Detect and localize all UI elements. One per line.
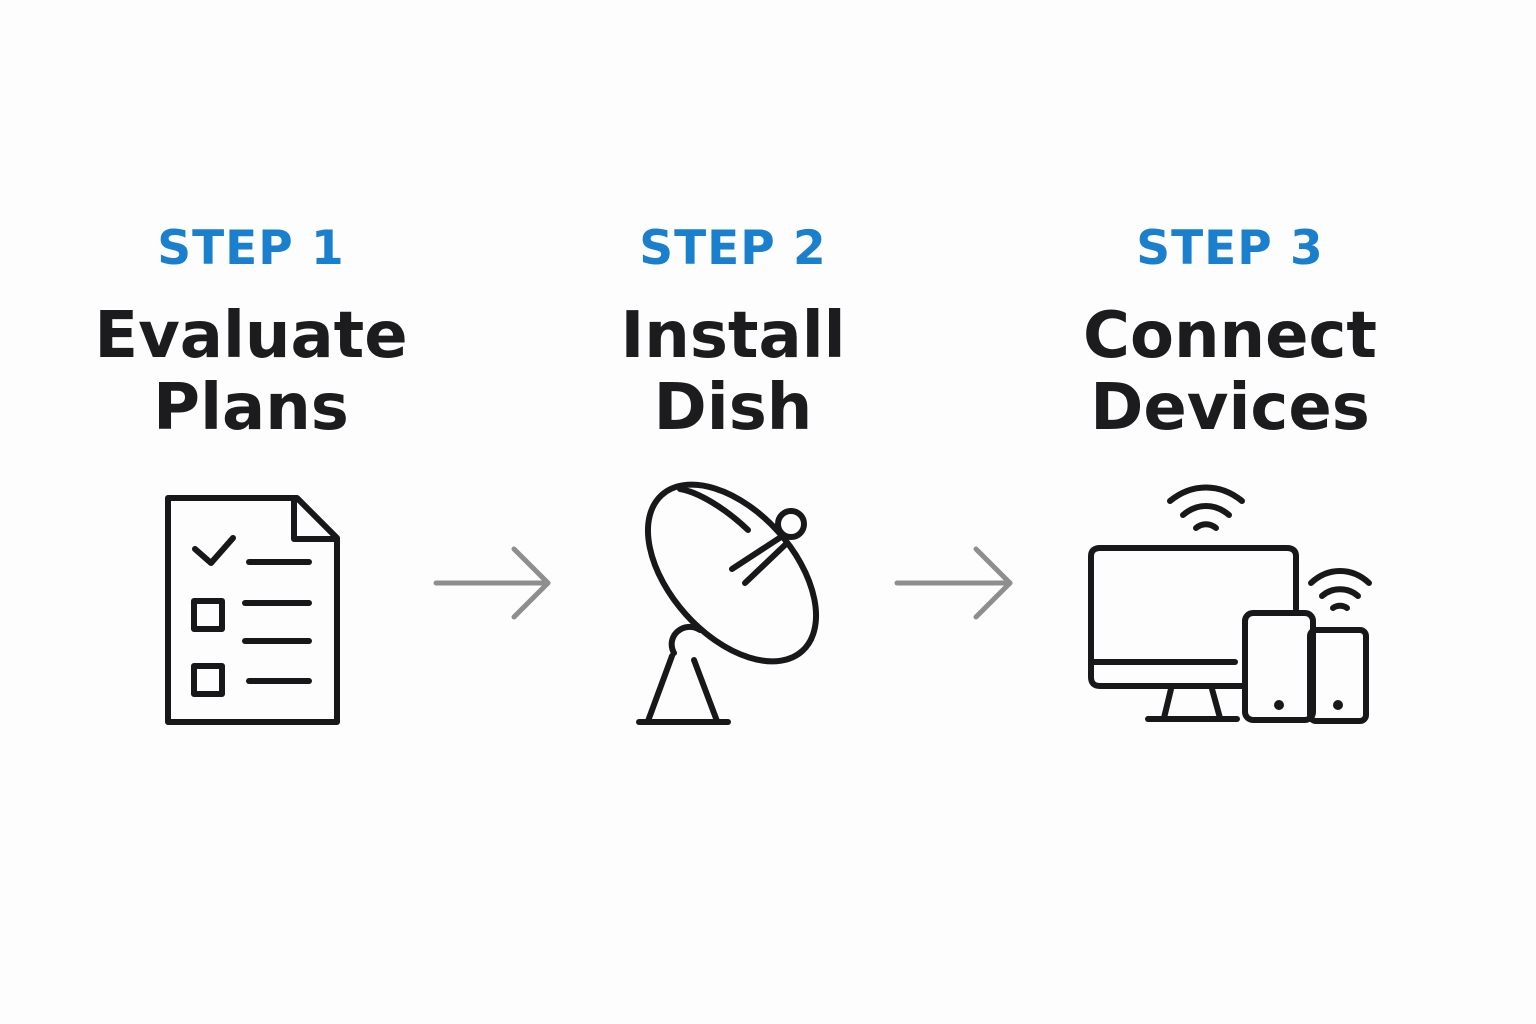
step-1-label: STEP 1 (157, 221, 345, 276)
step-1-title: Evaluate Plans (41, 300, 461, 444)
step-1-title-line2: Plans (153, 371, 349, 445)
checklist-document-icon (165, 495, 340, 725)
step-3-label: STEP 3 (1136, 221, 1324, 276)
step-3-title-line1: Connect (1083, 299, 1377, 373)
step-2-title-line1: Install (620, 299, 846, 373)
arrow-right-icon (433, 546, 551, 620)
connected-devices-icon (1088, 484, 1372, 724)
step-3-title-line2: Devices (1090, 371, 1370, 445)
step-1-title-line1: Evaluate (94, 299, 408, 373)
arrow-right-icon (894, 546, 1013, 620)
step-2-label: STEP 2 (639, 221, 827, 276)
step-2-title-line2: Dish (653, 371, 813, 445)
step-3-title: Connect Devices (1020, 300, 1440, 444)
satellite-dish-icon (636, 481, 820, 725)
step-2-title: Install Dish (523, 300, 943, 444)
